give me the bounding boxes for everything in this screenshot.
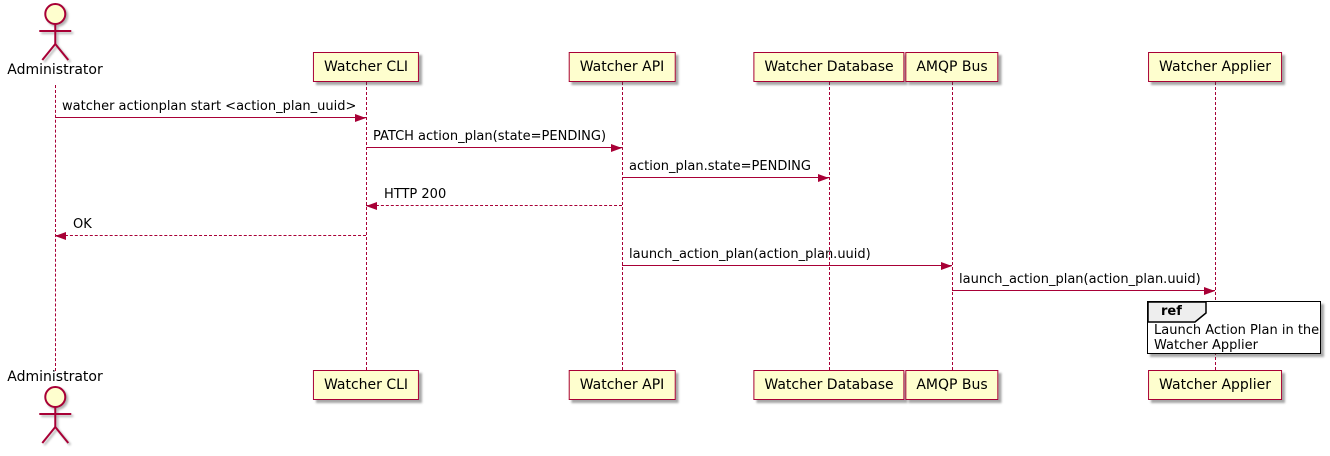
participant-bottom-amqp-bus: AMQP Bus <box>905 370 999 400</box>
message-line <box>952 290 1215 291</box>
ref-body-text: Launch Action Plan in the Watcher Applie… <box>1154 323 1320 353</box>
message-line <box>622 177 829 178</box>
message-line <box>366 147 622 148</box>
message-label: launch_action_plan(action_plan.uuid) <box>629 247 871 262</box>
message-arrowhead <box>1204 286 1215 295</box>
message-label: watcher actionplan start <action_plan_uu… <box>62 99 357 114</box>
participant-bottom-watcher-database: Watcher Database <box>753 370 905 400</box>
participant-bottom-watcher-cli: Watcher CLI <box>312 370 420 400</box>
lifeline-amqp-bus <box>952 82 953 370</box>
lifeline-watcher-applier <box>1215 82 1216 370</box>
message-label: action_plan.state=PENDING <box>629 159 811 174</box>
participant-top-watcher-applier: Watcher Applier <box>1148 52 1282 82</box>
message-line <box>55 235 366 236</box>
message-arrowhead <box>366 201 377 210</box>
ref-tab-icon <box>1146 300 1207 323</box>
lifeline-watcher-database <box>829 82 830 370</box>
actor-administrator-bottom: Administrator <box>7 369 103 445</box>
participant-top-watcher-database: Watcher Database <box>753 52 905 82</box>
actor-administrator-top: Administrator <box>7 2 103 78</box>
message-arrowhead <box>355 113 366 122</box>
message-label: launch_action_plan(action_plan.uuid) <box>959 272 1201 287</box>
message-arrowhead <box>941 261 952 270</box>
participant-bottom-watcher-api: Watcher API <box>568 370 676 400</box>
participant-bottom-watcher-applier: Watcher Applier <box>1148 370 1282 400</box>
actor-label: Administrator <box>7 369 103 385</box>
message-arrowhead <box>55 231 66 240</box>
participant-top-watcher-cli: Watcher CLI <box>312 52 420 82</box>
actor-label: Administrator <box>7 62 103 78</box>
message-arrowhead <box>818 173 829 182</box>
lifeline-watcher-api <box>622 82 623 370</box>
lifeline-watcher-cli <box>366 82 367 370</box>
participant-top-amqp-bus: AMQP Bus <box>905 52 999 82</box>
actor-figure-icon <box>39 386 71 444</box>
ref-frame: ref Launch Action Plan in the Watcher Ap… <box>1146 300 1321 354</box>
message-label: PATCH action_plan(state=PENDING) <box>373 129 607 144</box>
message-label: OK <box>73 217 92 232</box>
lifeline-administrator <box>55 85 56 371</box>
message-arrowhead <box>611 143 622 152</box>
message-line <box>366 205 622 206</box>
participant-top-watcher-api: Watcher API <box>568 52 676 82</box>
message-label: HTTP 200 <box>384 187 447 202</box>
ref-keyword: ref <box>1161 304 1182 319</box>
message-line <box>55 117 366 118</box>
actor-figure-icon <box>39 3 71 61</box>
message-line <box>622 265 952 266</box>
